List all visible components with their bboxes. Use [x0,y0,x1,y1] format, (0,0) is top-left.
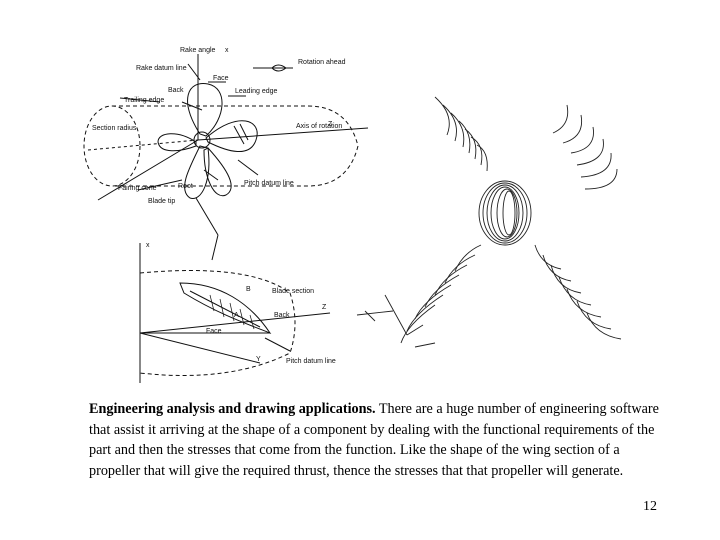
label-face-bottom: Face [206,328,222,335]
caption-body: There are a huge number of engineering s… [89,401,659,479]
label-rake-datum-line: Rake datum line [136,65,187,72]
label-pitch-datum-line-top: Pitch datum line [244,180,294,187]
label-back-bottom: Back [274,312,290,319]
propeller-geometry-diagram: Rake angle x Rake datum line Rotation ah… [83,47,369,261]
label-z-axis-bottom: Z [322,304,327,311]
label-y-axis-bottom: Y [256,356,261,363]
label-blade-tip: Blade tip [148,198,175,205]
label-root: Root [178,183,193,190]
label-point-b: B [246,286,251,293]
label-point-a: A [234,312,239,319]
propeller-wireframe-render [356,96,622,348]
label-rake-angle: Rake angle [180,47,216,54]
label-rotation-ahead: Rotation ahead [298,59,346,66]
page-number: 12 [643,499,657,514]
label-axis-of-rotation: Axis of rotation [296,123,342,130]
label-z-axis-top: Z [328,121,333,128]
label-back-top: Back [168,87,184,94]
label-pitch-datum-line-bottom: Pitch datum line [286,358,336,365]
caption-heading: Engineering analysis and drawing applica… [89,401,376,417]
label-x-axis-top: x [225,47,229,54]
label-x-axis-bottom: x [146,242,150,249]
label-section-radius: Section radius [92,125,137,132]
blade-section-diagram: x Blade section Back Face Z Y Pitch datu… [139,242,336,383]
label-leading-edge: Leading edge [235,88,278,95]
label-blade-section: Blade section [272,288,314,295]
label-trailing-edge: Trailing edge [124,97,164,104]
label-fairing-cone: Fairing cone [118,185,157,192]
caption-paragraph: Engineering analysis and drawing applica… [89,399,664,481]
label-face-top: Face [213,75,229,82]
